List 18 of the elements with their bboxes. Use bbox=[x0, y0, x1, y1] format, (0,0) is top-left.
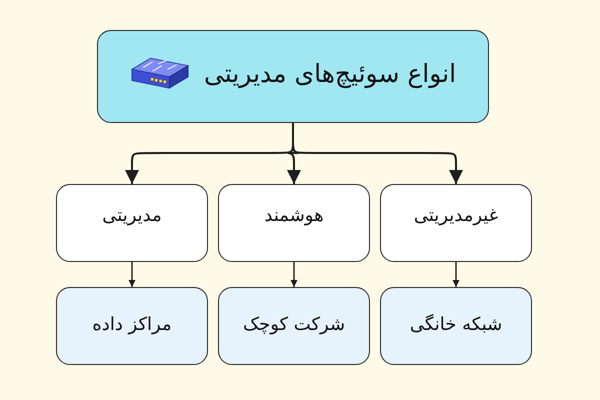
category-box bbox=[56, 184, 208, 262]
arrow bbox=[290, 262, 298, 287]
title-box bbox=[97, 30, 489, 123]
node-label: شرکت کوچک bbox=[242, 313, 346, 337]
arrow bbox=[452, 262, 460, 287]
usage-box bbox=[56, 287, 208, 365]
node-label: شبکه خانگی bbox=[410, 313, 502, 337]
arrow bbox=[128, 262, 136, 287]
arrow bbox=[125, 123, 294, 184]
usage-box bbox=[218, 287, 370, 365]
category-box bbox=[380, 184, 532, 262]
node-label: هوشمند bbox=[264, 204, 324, 228]
node-label: انواع سوئیچ‌های مدیریتی bbox=[204, 58, 456, 90]
node-label: غیرمدیریتی bbox=[414, 204, 498, 228]
node-label: مراکز داده bbox=[92, 313, 172, 337]
usage-box bbox=[380, 287, 532, 365]
node-label: مدیریتی bbox=[102, 204, 162, 228]
category-box bbox=[218, 184, 370, 262]
